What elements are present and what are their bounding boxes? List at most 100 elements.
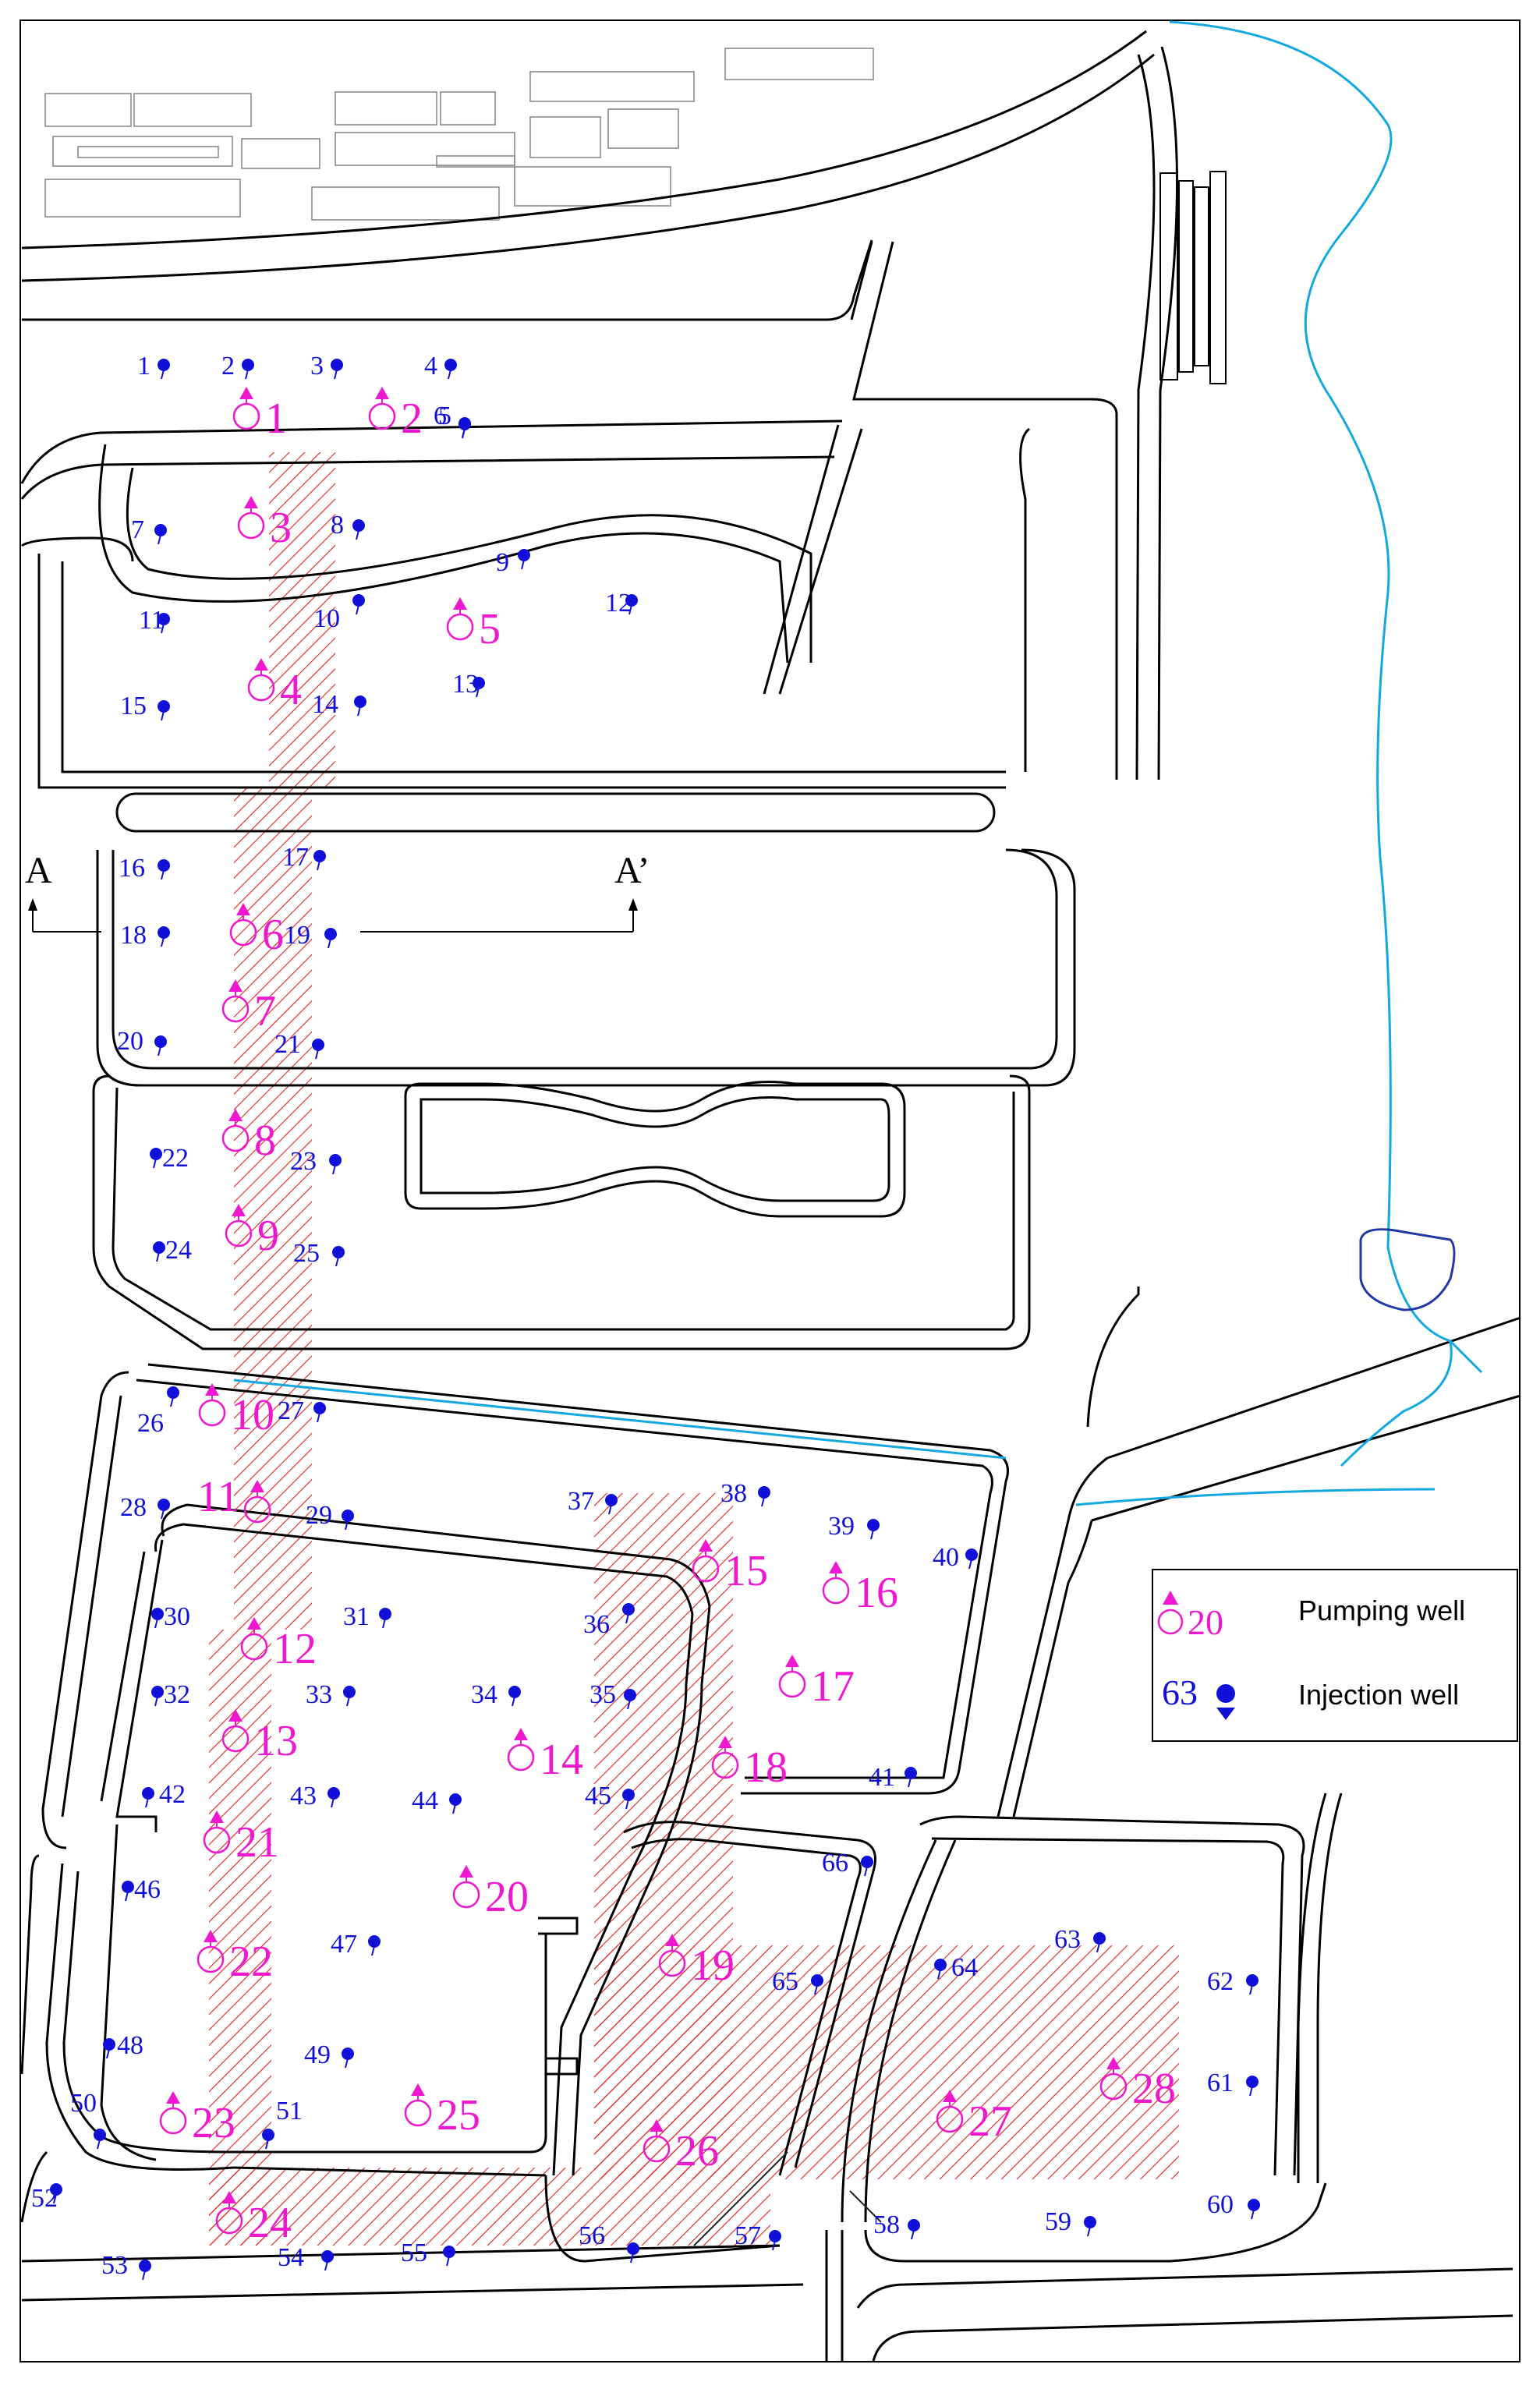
pumping-well-circle-icon bbox=[936, 2105, 964, 2133]
building bbox=[133, 93, 252, 127]
pumping-well-label: 11 bbox=[197, 1473, 239, 1521]
injection-well-label: 2 bbox=[221, 352, 235, 380]
injection-well-label: 51 bbox=[276, 2097, 303, 2125]
pumping-well-label: 15 bbox=[724, 1547, 768, 1595]
injection-well-label: 32 bbox=[164, 1680, 190, 1709]
pumping-well-label: 24 bbox=[248, 2199, 292, 2247]
pumping-well-label: 10 bbox=[231, 1391, 274, 1439]
injection-well-tail-icon bbox=[968, 1559, 972, 1570]
injection-well-tail-icon bbox=[462, 428, 466, 439]
building bbox=[440, 91, 496, 126]
pumping-well-arrow-icon bbox=[228, 1109, 243, 1121]
injection-well-label: 14 bbox=[312, 690, 338, 719]
injection-well: 49 bbox=[304, 2040, 354, 2069]
injection-well-label: 21 bbox=[274, 1030, 301, 1059]
injection-well-label: 37 bbox=[568, 1487, 594, 1516]
injection-well: 36 bbox=[583, 1603, 635, 1639]
road-network bbox=[20, 30, 1521, 2362]
pumping-well-label: 27 bbox=[968, 2097, 1012, 2146]
injection-well-dot-icon bbox=[103, 2038, 115, 2051]
pumping-well-circle-icon bbox=[229, 918, 257, 947]
injection-well: 34 bbox=[471, 1680, 521, 1709]
pumping-well-arrow-icon bbox=[166, 2091, 180, 2104]
injection-well-label: 23 bbox=[290, 1147, 317, 1176]
injection-well-label: 42 bbox=[159, 1780, 186, 1809]
pumping-well-arrow-icon bbox=[943, 2090, 957, 2102]
injection-well-label: 49 bbox=[304, 2040, 331, 2069]
pumping-well: 9 bbox=[225, 1204, 279, 1260]
injection-well-dot-icon bbox=[473, 677, 485, 689]
pumping-well: 17 bbox=[778, 1655, 855, 1711]
injection-well: 37 bbox=[568, 1487, 618, 1516]
pumping-well: 15 bbox=[692, 1539, 768, 1595]
injection-well: 61 bbox=[1207, 2069, 1259, 2097]
pumping-well-arrow-icon bbox=[650, 2119, 664, 2132]
injection-well-dot-icon bbox=[313, 1402, 326, 1414]
injection-well-label: 45 bbox=[585, 1782, 611, 1810]
legend-injection-number: 63 bbox=[1162, 1672, 1198, 1712]
injection-well: 63 bbox=[1054, 1925, 1106, 1954]
injection-well-tail-icon bbox=[156, 1251, 160, 1262]
injection-well-dot-icon bbox=[1246, 1974, 1259, 1987]
injection-well-dot-icon bbox=[151, 1608, 164, 1620]
injection-well: 7 bbox=[131, 515, 167, 545]
injection-well: 23 bbox=[290, 1147, 342, 1176]
injection-well-dot-icon bbox=[158, 1499, 170, 1511]
injection-well-tail-icon bbox=[911, 2229, 915, 2240]
pumping-well-arrow-icon bbox=[236, 903, 250, 915]
injection-well-tail-icon bbox=[161, 936, 165, 947]
pumping-well-label: 23 bbox=[192, 2099, 235, 2147]
pumping-well-circle-icon bbox=[221, 995, 250, 1023]
injection-well-tail-icon bbox=[1087, 2226, 1091, 2237]
pumping-well: 5 bbox=[446, 597, 501, 653]
injection-well-icon bbox=[1216, 1708, 1235, 1720]
injection-well: 28 bbox=[120, 1493, 170, 1522]
injection-well-tail-icon bbox=[161, 710, 165, 721]
injection-well-tail-icon bbox=[345, 2058, 349, 2069]
pumping-well-circle-icon bbox=[240, 1633, 268, 1661]
pumping-well-circle-icon bbox=[237, 511, 265, 540]
building bbox=[607, 108, 679, 149]
injection-well-dot-icon bbox=[861, 1856, 873, 1868]
injection-well-tail-icon bbox=[814, 1984, 818, 1995]
injection-well-tail-icon bbox=[317, 860, 320, 871]
injection-well-label: 33 bbox=[306, 1680, 332, 1709]
injection-well-dot-icon bbox=[867, 1519, 880, 1531]
injection-well-dot-icon bbox=[158, 926, 170, 939]
injection-well: 8 bbox=[331, 511, 365, 540]
pumping-well-label: 26 bbox=[675, 2127, 719, 2175]
injection-well-tail-icon bbox=[315, 1049, 319, 1060]
building bbox=[241, 138, 320, 169]
injection-well-dot-icon bbox=[444, 359, 457, 371]
injection-well-dot-icon bbox=[622, 1789, 635, 1801]
pumping-well-label: 7 bbox=[254, 987, 276, 1035]
section-label-a-prime: A’ bbox=[614, 850, 650, 891]
pumping-well-label: 18 bbox=[744, 1743, 788, 1792]
injection-well-dot-icon bbox=[342, 2048, 354, 2060]
injection-well-dot-icon bbox=[518, 549, 530, 561]
section-line: A A’ bbox=[25, 850, 650, 933]
pumping-well: 1 bbox=[232, 387, 287, 443]
building bbox=[529, 71, 695, 102]
hatched-zone-west-strip-north bbox=[269, 452, 335, 788]
pumping-well-arrow-icon bbox=[375, 387, 389, 399]
injection-well: 48 bbox=[103, 2031, 143, 2060]
injection-well-label: 25 bbox=[293, 1239, 320, 1268]
injection-well: 47 bbox=[331, 1930, 381, 1959]
injection-well-label: 15 bbox=[120, 692, 147, 720]
injection-well: 31 bbox=[343, 1602, 391, 1631]
injection-well-tail-icon bbox=[625, 1799, 629, 1810]
pumping-well-arrow-icon bbox=[239, 387, 253, 399]
injection-well-dot-icon bbox=[342, 1510, 354, 1522]
injection-well-tail-icon bbox=[142, 2270, 146, 2281]
pumping-well: 4 bbox=[247, 658, 302, 714]
pumping-well-circle-icon bbox=[225, 1219, 253, 1248]
injection-well-label: 66 bbox=[822, 1849, 848, 1878]
injection-well-dot-icon bbox=[313, 850, 326, 862]
injection-well-dot-icon bbox=[905, 1767, 917, 1779]
injection-well: 6 bbox=[434, 402, 471, 439]
injection-well: 51 bbox=[262, 2097, 303, 2150]
injection-well-dot-icon bbox=[811, 1974, 823, 1987]
